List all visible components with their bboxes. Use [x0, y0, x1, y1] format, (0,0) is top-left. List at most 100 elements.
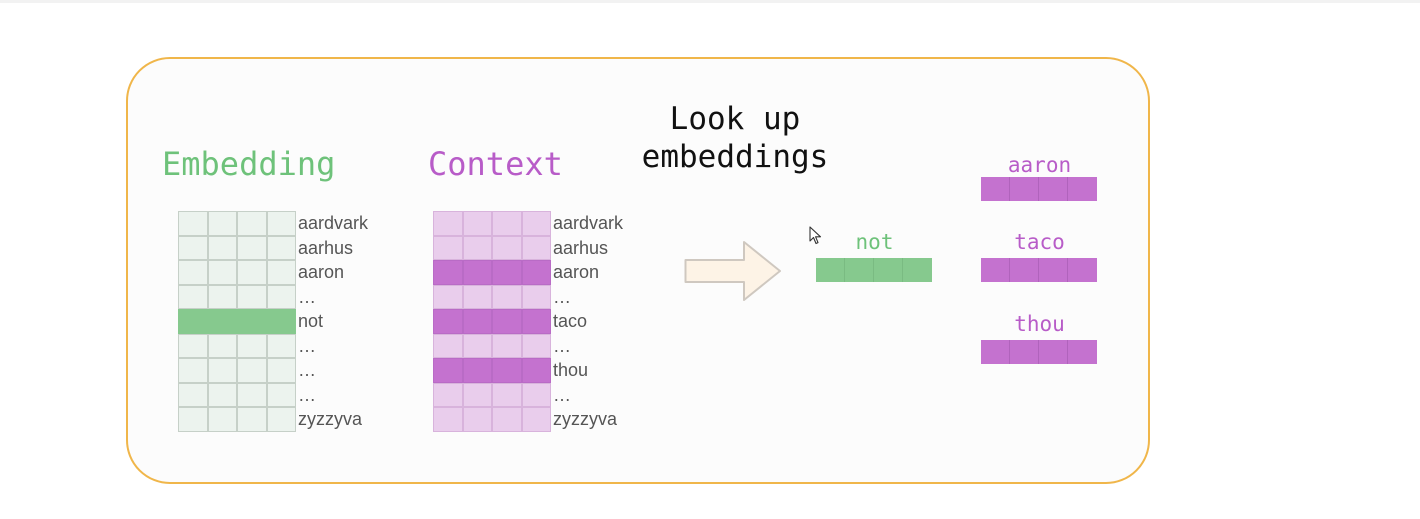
vector-segment: [981, 258, 1010, 282]
embedding-matrix-cell: [237, 211, 267, 236]
context-matrix-cell: [521, 211, 551, 236]
context-word: aardvark: [553, 213, 624, 233]
context-matrix-highlighted-cell: [462, 358, 492, 383]
caption-line-1: Look up: [669, 101, 801, 137]
context-word: taco: [553, 311, 588, 331]
context-matrix-cell: [462, 407, 492, 432]
embedding-matrix-cell: [237, 382, 267, 407]
input-vector-label: not: [855, 230, 894, 254]
embedding-matrix-cell: [178, 333, 208, 358]
context-word: aarhus: [553, 237, 609, 258]
embedding-matrix-cell: [178, 407, 208, 432]
embedding-matrix-highlighted-cell: [207, 309, 237, 334]
context-matrix-cell: [492, 333, 522, 358]
embedding-matrix-cell: [266, 358, 296, 383]
embedding-matrix-cell: [266, 260, 296, 285]
context-matrix-highlighted-cell: [433, 309, 463, 334]
embedding-matrix-highlighted-cell: [266, 309, 296, 334]
embedding-matrix-cell: [207, 382, 237, 407]
embedding-matrix-cell: [237, 407, 267, 432]
embedding-matrix-cell: [237, 333, 267, 358]
embedding-matrix-cell: [178, 260, 208, 285]
context-word: thou: [553, 360, 589, 380]
context-matrix-cell: [462, 235, 492, 260]
vector-segment: [981, 340, 1010, 364]
top-divider: [0, 0, 1420, 3]
context-matrix-cell: [492, 235, 522, 260]
context-matrix-cell: [462, 382, 492, 407]
output-vector-label: taco: [1014, 230, 1065, 254]
embedding-matrix-cell: [207, 333, 237, 358]
embedding-word: …: [298, 360, 316, 380]
embedding-word: aarhus: [298, 237, 354, 258]
context-matrix-cell: [433, 211, 463, 236]
embedding-matrix-cell: [237, 358, 267, 383]
context-matrix-cell: [433, 333, 463, 358]
vector-segment: [1068, 340, 1097, 364]
vector-segment: [981, 177, 1010, 201]
context-matrix-cell: [492, 211, 522, 236]
vector-segment: [1010, 177, 1039, 201]
context-matrix-cell: [521, 407, 551, 432]
vector-segment: [1010, 258, 1039, 282]
embedding-matrix-cell: [266, 333, 296, 358]
embedding-matrix-cell: [207, 235, 237, 260]
context-matrix-cell: [462, 284, 492, 309]
context-matrix: [433, 211, 551, 432]
vector-segment: [1068, 177, 1097, 201]
context-matrix-highlighted-cell: [521, 309, 551, 334]
embedding-matrix-cell: [266, 284, 296, 309]
embedding-matrix-cell: [178, 284, 208, 309]
embedding-matrix-cell: [207, 284, 237, 309]
embedding-matrix-cell: [207, 407, 237, 432]
context-vocabulary: aardvark aarhus aaron … taco … thou … zy…: [553, 211, 623, 432]
context-matrix-highlighted-cell: [492, 260, 522, 285]
context-matrix-cell: [433, 407, 463, 432]
context-matrix-cell: [492, 284, 522, 309]
embedding-matrix-cell: [178, 235, 208, 260]
context-matrix-highlighted-cell: [521, 358, 551, 383]
embedding-matrix-cell: [266, 211, 296, 236]
embedding-matrix-highlighted-cell: [237, 309, 267, 334]
vector-segment: [1039, 258, 1068, 282]
embedding-word: aardvark: [298, 213, 369, 233]
embedding-word: …: [298, 384, 316, 405]
embedding-matrix-cell: [207, 211, 237, 236]
vector-segment: [1039, 340, 1068, 364]
embedding-matrix-cell: [237, 284, 267, 309]
embedding-vocabulary: aardvark aarhus aaron … not … … … zyzzyv…: [298, 211, 368, 432]
context-matrix-highlighted-cell: [433, 358, 463, 383]
context-matrix-cell: [462, 211, 492, 236]
vector-segment: [845, 258, 874, 282]
embedding-word: …: [298, 286, 316, 307]
vector-segment: [1068, 258, 1097, 282]
context-vector-aaron: [981, 177, 1097, 201]
embedding-matrix-cell: [178, 358, 208, 383]
caption-line-2: embeddings: [641, 139, 829, 175]
embedding-word: aaron: [298, 262, 345, 282]
vector-segment: [816, 258, 845, 282]
embedding-matrix-cell: [207, 358, 237, 383]
context-matrix-cell: [521, 382, 551, 407]
context-matrix-cell: [492, 382, 522, 407]
context-matrix-cell: [492, 407, 522, 432]
embedding-matrix-cell: [266, 407, 296, 432]
right-arrow-icon: [684, 241, 781, 301]
context-matrix-highlighted-cell: [492, 309, 522, 334]
embedding-matrix-cell: [237, 235, 267, 260]
mouse-cursor-icon: [809, 226, 822, 245]
context-vector-taco: [981, 258, 1097, 282]
embedding-matrix: [178, 211, 296, 432]
vector-segment: [874, 258, 903, 282]
context-matrix-highlighted-cell: [462, 260, 492, 285]
context-matrix-cell: [521, 333, 551, 358]
context-matrix-cell: [433, 382, 463, 407]
context-matrix-cell: [433, 235, 463, 260]
output-vector-label: aaron: [1007, 153, 1072, 177]
vector-segment: [1010, 340, 1039, 364]
context-word: aaron: [553, 262, 600, 282]
embedding-matrix-cell: [266, 382, 296, 407]
context-matrix-cell: [521, 235, 551, 260]
context-matrix-highlighted-cell: [492, 358, 522, 383]
context-word: …: [553, 286, 571, 307]
